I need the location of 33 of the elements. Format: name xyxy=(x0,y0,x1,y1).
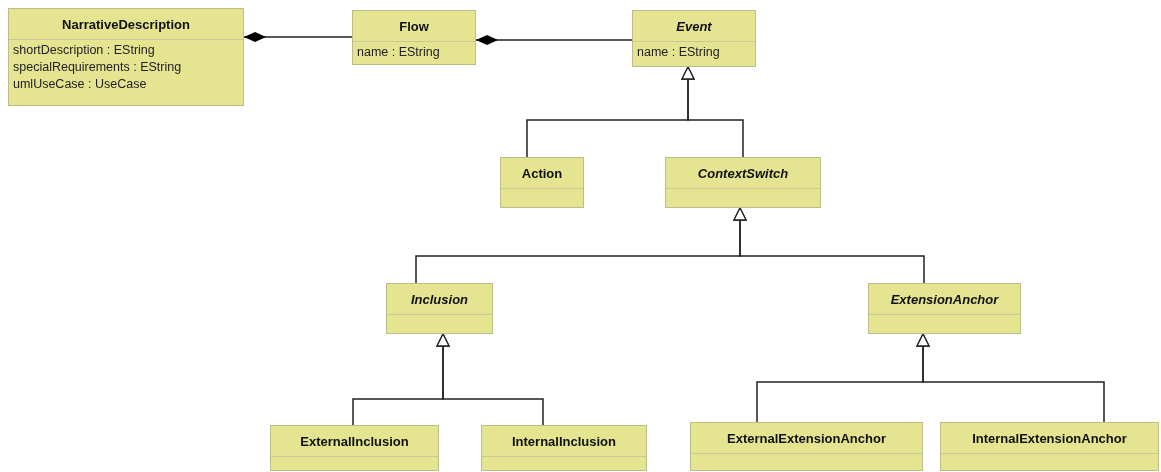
attribute: name : EString xyxy=(637,44,721,61)
class-box xyxy=(500,157,584,208)
class-box xyxy=(352,10,476,65)
class-name: ExternalInclusion xyxy=(271,426,438,457)
class-name: InternalExtensionAnchor xyxy=(941,423,1158,454)
class-name: Inclusion xyxy=(387,284,492,315)
generalization-arrow xyxy=(681,66,744,158)
generalization-arrow xyxy=(436,333,544,426)
class-name: InternalInclusion xyxy=(482,426,646,457)
class-box xyxy=(690,422,923,471)
class-box xyxy=(481,425,647,471)
composition-connector xyxy=(243,32,353,42)
class-name: Event xyxy=(633,11,755,42)
class-name: Action xyxy=(501,158,583,189)
attribute: name : EString xyxy=(357,44,441,61)
attribute: specialRequirements : EString xyxy=(13,59,183,76)
class-name: Flow xyxy=(353,11,475,42)
class-name: ExtensionAnchor xyxy=(869,284,1020,315)
class-name: NarrativeDescription xyxy=(9,9,243,40)
generalization-arrow xyxy=(916,333,1105,423)
class-name: ContextSwitch xyxy=(666,158,820,189)
class-box xyxy=(940,422,1159,471)
class-box xyxy=(270,425,439,471)
attribute: umlUseCase : UseCase xyxy=(13,76,148,93)
attribute: shortDescription : EString xyxy=(13,42,156,59)
class-box xyxy=(632,10,756,67)
class-box xyxy=(665,157,821,208)
class-box xyxy=(386,283,493,334)
class-box xyxy=(868,283,1021,334)
composition-connector xyxy=(475,35,633,45)
class-name: ExternalExtensionAnchor xyxy=(691,423,922,454)
generalization-arrow xyxy=(733,207,925,284)
class-box xyxy=(8,8,244,106)
